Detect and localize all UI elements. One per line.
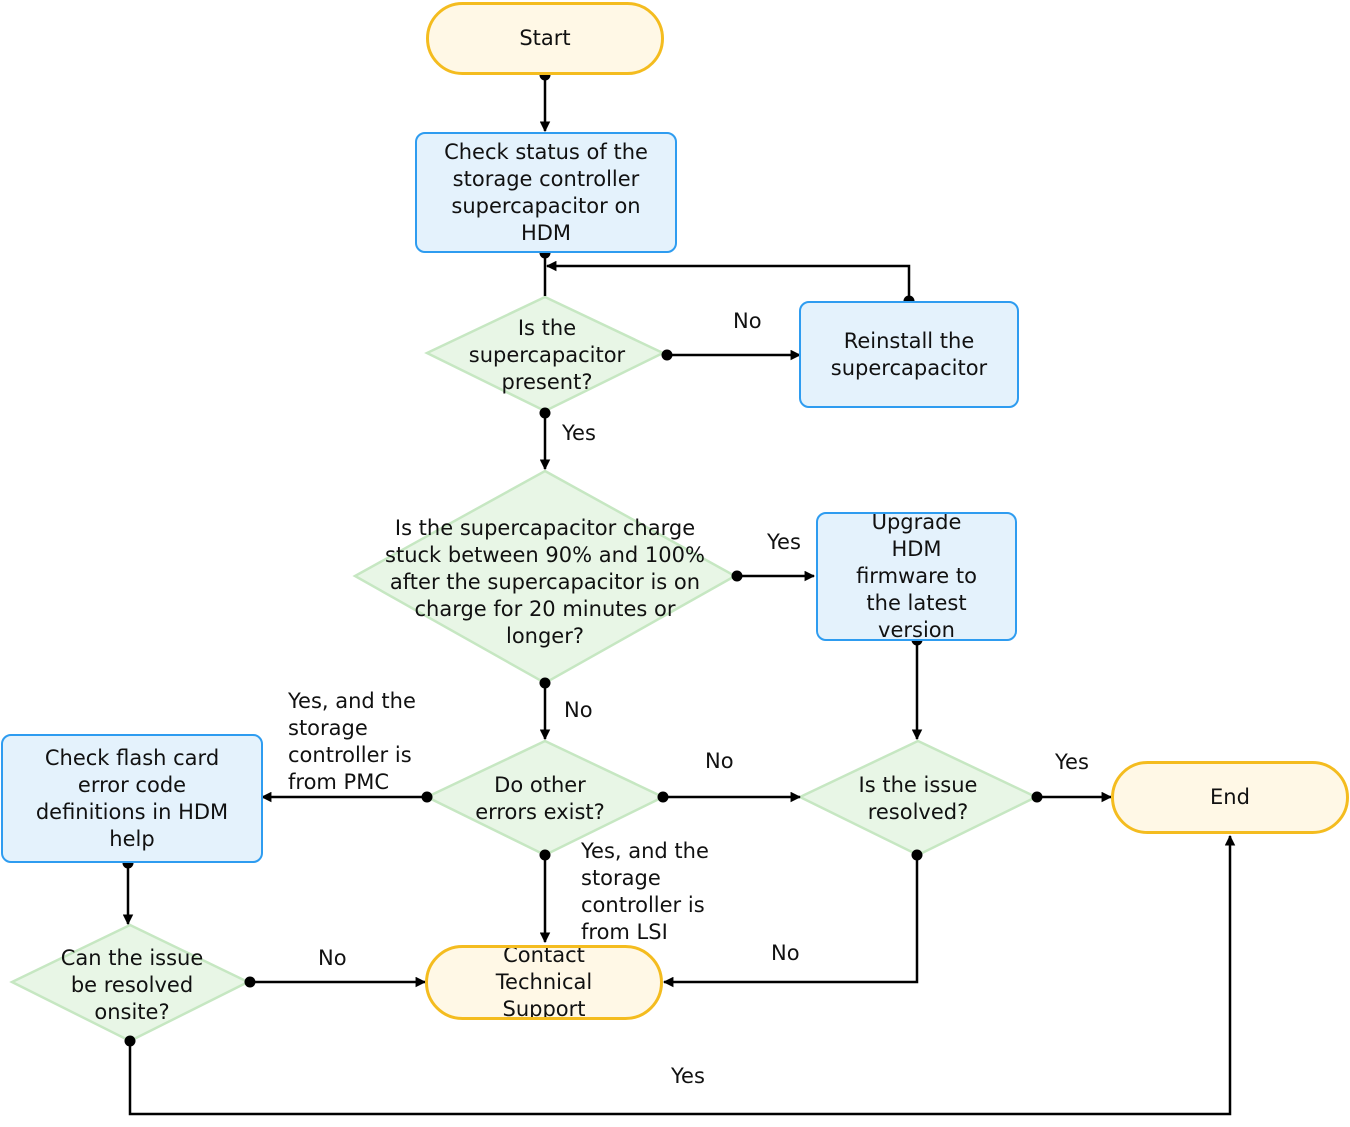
- connector-lines: [122, 75, 1236, 1116]
- edge-label-onsite-yes: Yes: [671, 1064, 705, 1088]
- connector-dot: [657, 791, 669, 803]
- connector-dot: [539, 677, 551, 689]
- charge-stuck-decision: Is the supercapacitor charge stuck betwe…: [375, 495, 715, 670]
- edge-label-errors-pmc: Yes, and the storage controller is from …: [288, 689, 416, 794]
- connector-dot: [124, 1035, 136, 1047]
- connector-dot: [421, 791, 433, 803]
- resolved-onsite-label: Can the issue be resolved onsite?: [60, 946, 204, 1024]
- connector-dot: [1031, 791, 1043, 803]
- edge-label-present-no: No: [733, 309, 762, 333]
- upgrade-hdm-label: Upgrade HDM firmware to the latest versi…: [856, 512, 977, 641]
- edge-label-errors-no: No: [705, 749, 734, 773]
- issue-resolved-decision: Is the issue resolved?: [828, 744, 1008, 854]
- contact-support-label: Contact Technical Support: [495, 945, 593, 1020]
- resolved-onsite-decision: Can the issue be resolved onsite?: [42, 928, 222, 1043]
- issue-resolved-label: Is the issue resolved?: [858, 773, 978, 824]
- contact-support-node: Contact Technical Support: [425, 945, 663, 1020]
- connector-dot: [244, 976, 256, 988]
- check-flash-node: Check flash card error code definitions …: [1, 734, 263, 863]
- edge-resolved-no-to-support: [662, 855, 919, 988]
- edge-reinstall-loopback: [545, 260, 911, 301]
- other-errors-decision: Do other errors exist?: [450, 744, 630, 854]
- decision-shapes: [9, 295, 1039, 1043]
- edge-label-present-yes: Yes: [562, 421, 596, 445]
- edge-label-stuck-yes: Yes: [767, 530, 801, 554]
- reinstall-node: Reinstall the supercapacitor: [799, 301, 1019, 408]
- check-status-node: Check status of the storage controller s…: [415, 132, 677, 253]
- reinstall-label: Reinstall the supercapacitor: [830, 328, 988, 380]
- edge-label-resolved-yes: Yes: [1055, 750, 1089, 774]
- is-present-label: Is the supercapacitor present?: [468, 315, 626, 394]
- edge-onsite-yes-to-end: [128, 834, 1236, 1116]
- charge-stuck-label: Is the supercapacitor charge stuck betwe…: [385, 516, 705, 648]
- is-present-decision: Is the supercapacitor present?: [447, 300, 647, 410]
- connector-dot: [731, 570, 743, 582]
- edge-label-stuck-no: No: [564, 698, 593, 722]
- check-flash-label: Check flash card error code definitions …: [35, 745, 229, 851]
- connector-dot: [539, 407, 551, 419]
- connector-dot: [539, 849, 551, 861]
- other-errors-label: Do other errors exist?: [475, 773, 605, 824]
- connector-dot: [661, 349, 673, 361]
- upgrade-hdm-node: Upgrade HDM firmware to the latest versi…: [816, 512, 1017, 641]
- connector-dot: [911, 849, 923, 861]
- start-node-label: Start: [519, 26, 571, 50]
- end-node-label: End: [1210, 785, 1250, 809]
- end-node: End: [1111, 761, 1349, 834]
- edge-label-resolved-no: No: [771, 941, 800, 965]
- edge-label-errors-lsi: Yes, and the storage controller is from …: [581, 839, 709, 944]
- edge-label-onsite-no: No: [318, 946, 347, 970]
- check-status-label: Check status of the storage controller s…: [444, 139, 648, 245]
- start-node: Start: [426, 2, 664, 75]
